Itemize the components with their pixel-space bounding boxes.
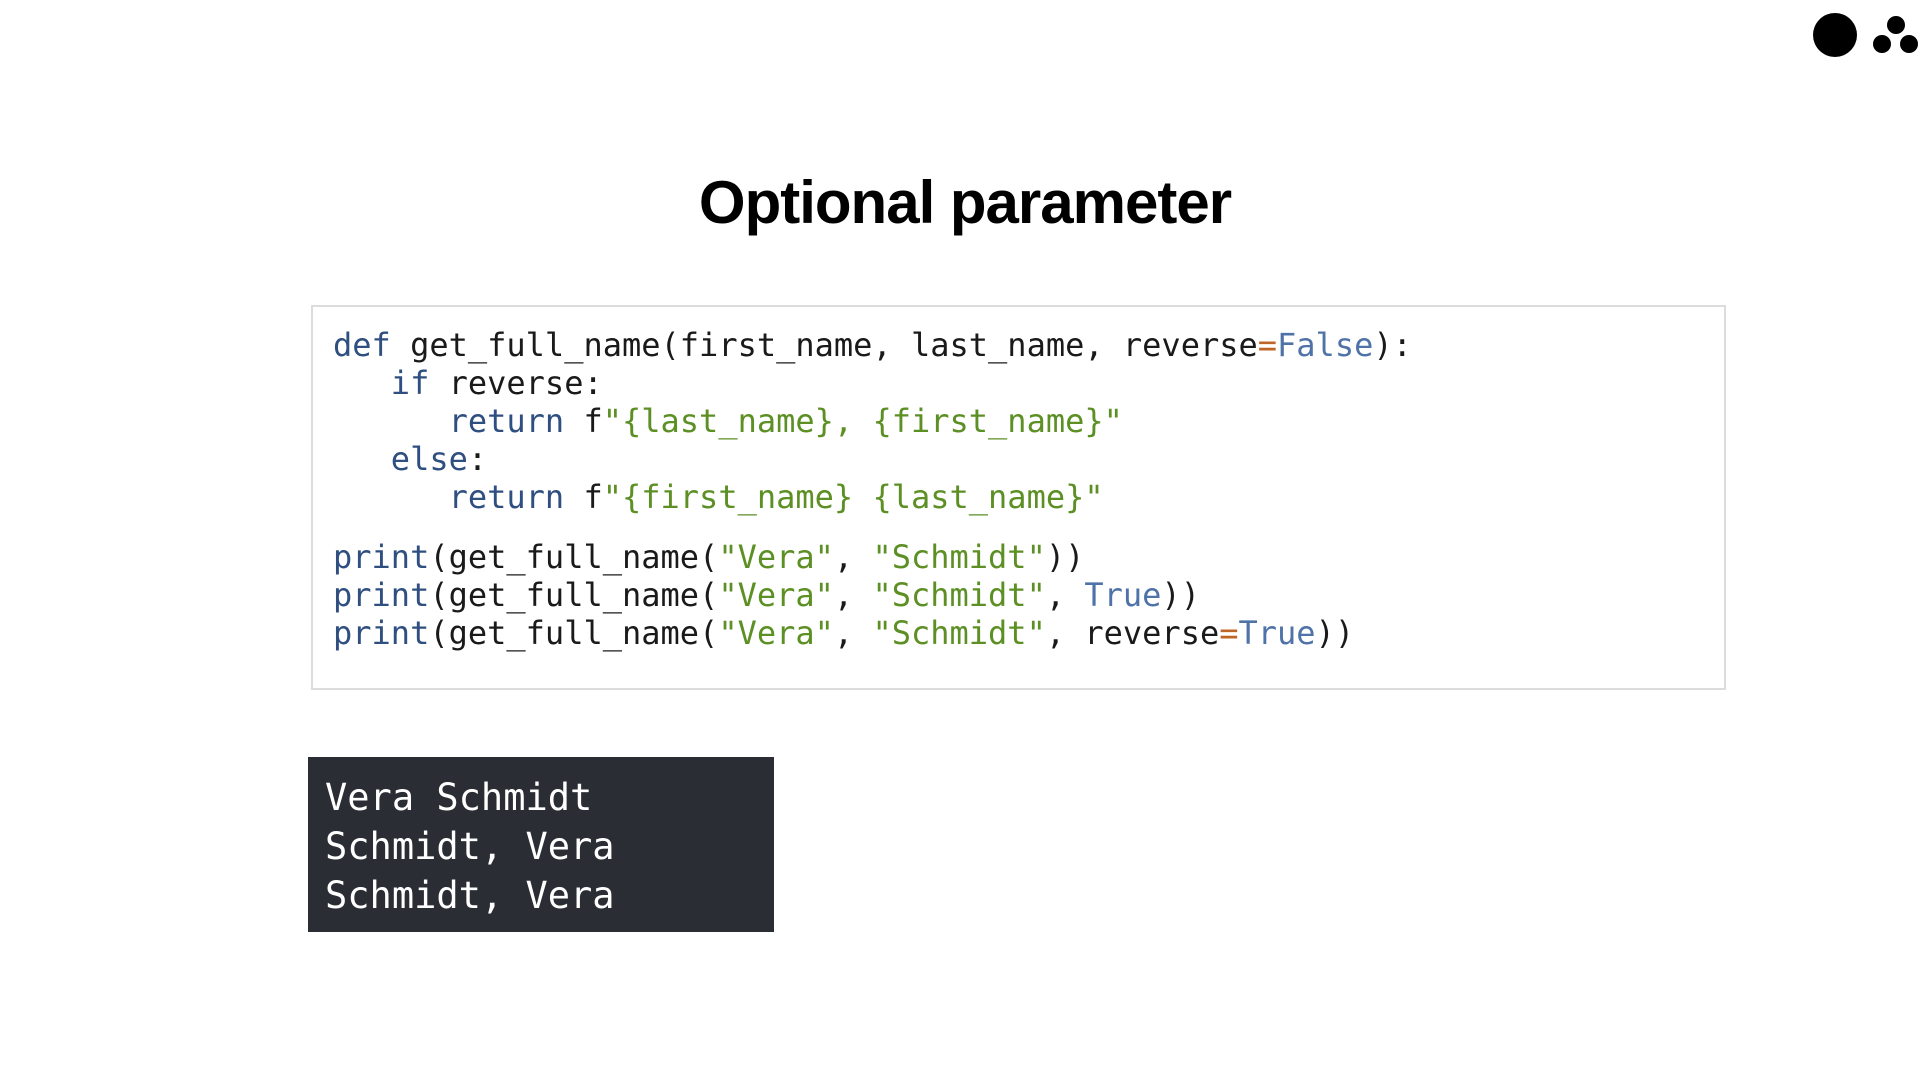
code-token: , bbox=[833, 614, 873, 652]
code-line: return f"{last_name}, {first_name}" bbox=[333, 402, 1412, 440]
code-token: )) bbox=[1161, 576, 1200, 614]
code-token: ): bbox=[1373, 326, 1412, 364]
code-token: )) bbox=[1315, 614, 1355, 652]
code-token: (get_full_name( bbox=[429, 614, 719, 652]
code-line: def get_full_name(first_name, last_name,… bbox=[333, 326, 1412, 364]
code-token: "{last_name}, {first_name}" bbox=[602, 402, 1123, 440]
code-line: else: bbox=[333, 440, 1412, 478]
code-token: (get_full_name( bbox=[429, 538, 719, 576]
code-line: print(get_full_name("Vera", "Schmidt", r… bbox=[333, 614, 1412, 652]
code-token: , bbox=[1045, 576, 1085, 614]
code-token: = bbox=[1257, 326, 1278, 364]
code-token: , bbox=[833, 538, 873, 576]
code-token: "Schmidt" bbox=[872, 538, 1046, 576]
code-token: return bbox=[448, 402, 565, 440]
code-token: print bbox=[333, 576, 430, 614]
slide-title: Optional parameter bbox=[698, 169, 1232, 236]
code-token: print bbox=[333, 614, 430, 652]
code-line: return f"{first_name} {last_name}" bbox=[333, 478, 1412, 516]
code-line bbox=[333, 516, 1412, 538]
code-token bbox=[333, 440, 391, 478]
code-line: if reverse: bbox=[333, 364, 1412, 402]
code-token: f bbox=[564, 478, 603, 516]
code-token: )) bbox=[1045, 538, 1085, 576]
code-token bbox=[333, 402, 449, 440]
code-token: f bbox=[564, 402, 603, 440]
three-dots-logo-icon bbox=[1810, 10, 1920, 60]
code-line: print(get_full_name("Vera", "Schmidt", T… bbox=[333, 576, 1412, 614]
output-line: Vera Schmidt bbox=[325, 776, 593, 819]
code-token: "Vera" bbox=[718, 538, 834, 576]
output-line: Schmidt, Vera bbox=[325, 874, 615, 917]
code-token: return bbox=[448, 478, 565, 516]
code-token: "{first_name} {last_name}" bbox=[602, 478, 1104, 516]
code-token: get_full_name(first_name, last_name, rev… bbox=[390, 326, 1258, 364]
code-token: "Vera" bbox=[718, 576, 834, 614]
code-token: "Schmidt" bbox=[872, 614, 1046, 652]
code-token: "Schmidt" bbox=[872, 576, 1046, 614]
output-line: Schmidt, Vera bbox=[325, 825, 615, 868]
code-block: def get_full_name(first_name, last_name,… bbox=[311, 305, 1726, 690]
code-token: True bbox=[1084, 576, 1162, 614]
code-token: reverse: bbox=[429, 364, 603, 402]
code-token: "Vera" bbox=[718, 614, 834, 652]
code-token: else bbox=[390, 440, 468, 478]
code-token: = bbox=[1219, 614, 1239, 652]
code-token: def bbox=[333, 326, 391, 364]
code-token: , bbox=[833, 576, 873, 614]
code-token: (get_full_name( bbox=[429, 576, 719, 614]
code-token: , reverse bbox=[1045, 614, 1220, 652]
code-token: True bbox=[1238, 614, 1316, 652]
code-token: print bbox=[333, 538, 430, 576]
code-line: print(get_full_name("Vera", "Schmidt")) bbox=[333, 538, 1412, 576]
code-text: def get_full_name(first_name, last_name,… bbox=[333, 326, 1412, 652]
code-token: : bbox=[467, 440, 488, 478]
code-token bbox=[333, 364, 391, 402]
code-token: if bbox=[390, 364, 430, 402]
code-token: False bbox=[1277, 326, 1374, 364]
code-token bbox=[333, 478, 449, 516]
